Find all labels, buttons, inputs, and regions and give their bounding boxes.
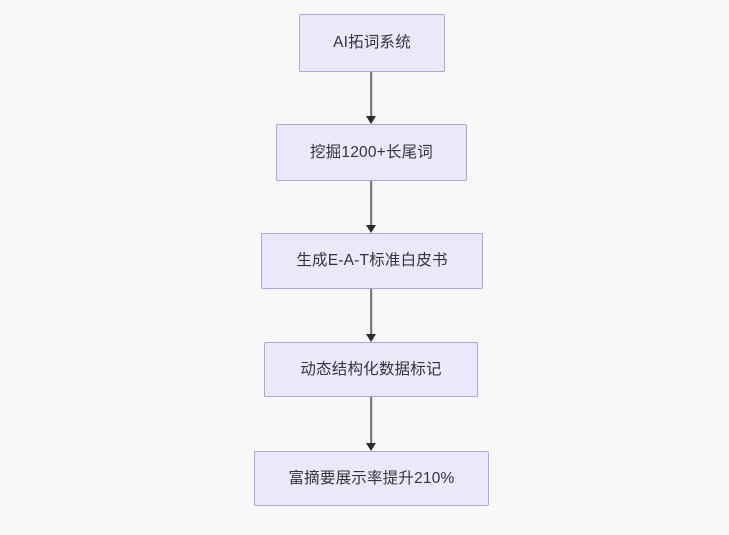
flow-node-label: 生成E-A-T标准白皮书	[296, 252, 448, 270]
flow-node-generate-eat-whitepaper[interactable]: 生成E-A-T标准白皮书	[261, 233, 483, 289]
flow-node-rich-snippet-rate-increase[interactable]: 富摘要展示率提升210%	[254, 451, 489, 506]
flow-node-label: 富摘要展示率提升210%	[288, 469, 455, 487]
flow-node-mine-longtail-keywords[interactable]: 挖掘1200+长尾词	[276, 124, 467, 181]
flow-node-dynamic-structured-data-markup[interactable]: 动态结构化数据标记	[264, 342, 478, 397]
flow-node-label: 动态结构化数据标记	[300, 360, 442, 378]
arrowhead-icon	[366, 116, 376, 124]
edge-line	[370, 181, 372, 225]
arrowhead-icon	[366, 225, 376, 233]
edge-line	[370, 289, 372, 334]
edge-line	[370, 397, 372, 443]
arrowhead-icon	[366, 334, 376, 342]
flow-node-label: 挖掘1200+长尾词	[309, 143, 434, 161]
flow-node-ai-keyword-system[interactable]: AI拓词系统	[299, 14, 445, 72]
flow-node-label: AI拓词系统	[333, 34, 411, 52]
arrowhead-icon	[366, 443, 376, 451]
edge-line	[370, 72, 372, 116]
